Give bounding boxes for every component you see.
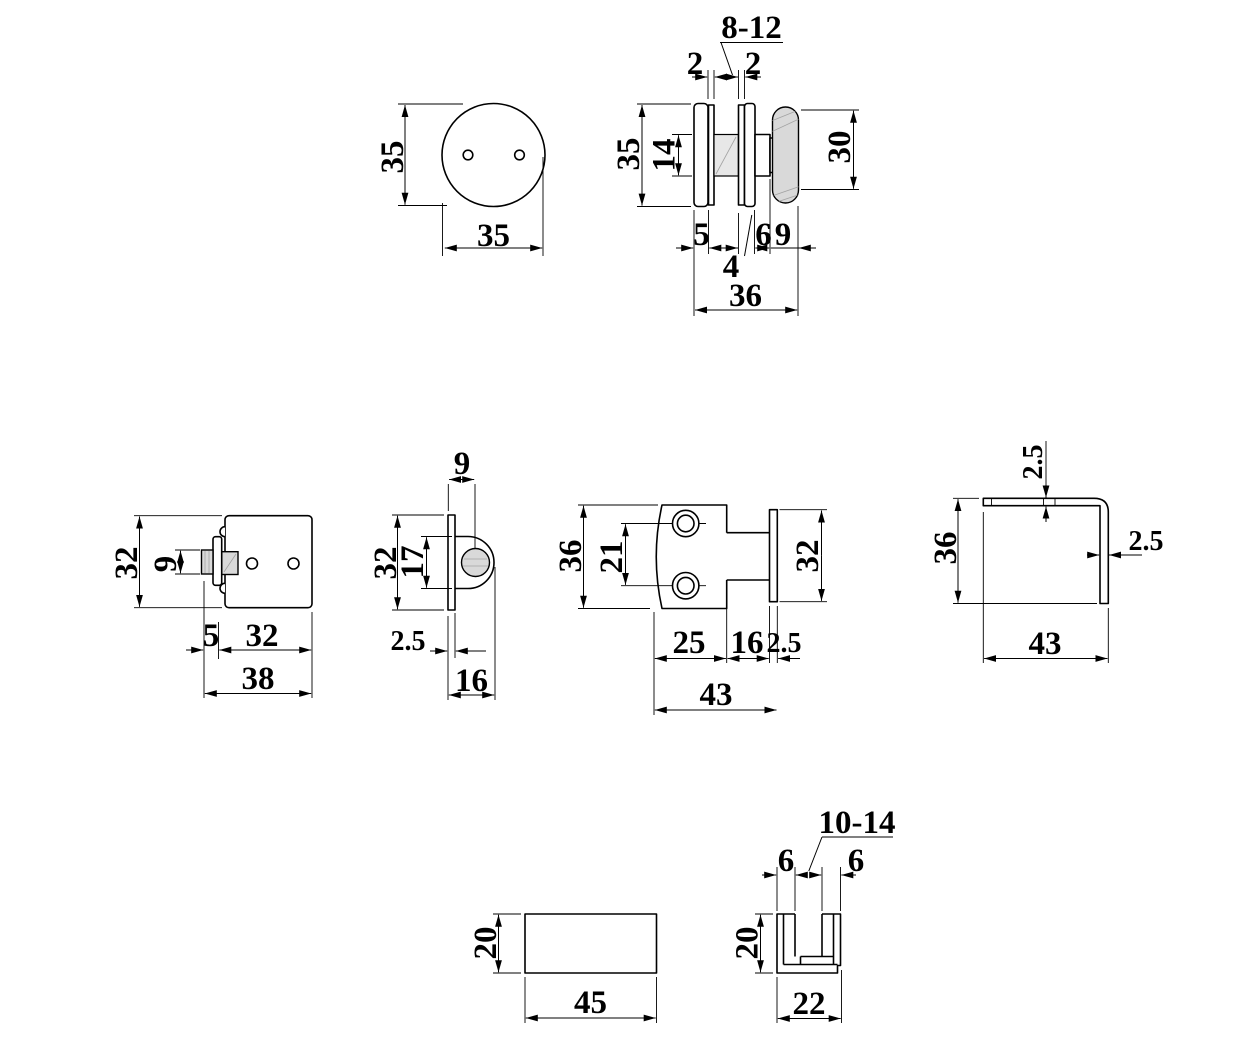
dim-seg-25: 25 (673, 625, 706, 661)
dim-knob-height: 30 (822, 131, 858, 164)
view-latch-plate-side: 9 32 17 2.5 16 (368, 446, 496, 700)
dim-width: 35 (477, 218, 510, 254)
dim-width: 43 (1029, 626, 1062, 662)
screw-hole-left (462, 149, 474, 161)
dim-disc-height: 35 (611, 138, 647, 171)
dim-lug-height: 17 (395, 546, 431, 579)
dim-plate-height: 32 (368, 547, 404, 580)
pivot-pin (460, 547, 491, 578)
dim-thickness-top: 2.5 (1018, 445, 1049, 480)
dim-width: 45 (574, 985, 607, 1021)
dim-wall-left: 6 (778, 843, 795, 879)
dim-height: 36 (928, 532, 964, 565)
dim-depth: 16 (455, 663, 488, 699)
dim-wall-right: 6 (848, 843, 865, 879)
view-clamp-knob-side: 8-12 2 2 35 14 30 (611, 10, 859, 316)
view-round-plate-front: 35 35 (375, 102, 546, 256)
view-angle-profile: 2.5 2.5 36 43 (928, 441, 1164, 663)
dim-width: 22 (793, 986, 826, 1022)
dim-seg-16: 16 (731, 625, 764, 661)
dim-pivot-offset: 9 (454, 446, 471, 482)
dim-hole-pitch: 21 (594, 541, 630, 574)
dim-total-width: 43 (700, 677, 733, 713)
view-bracket-front: 36 21 32 25 16 2.5 43 (553, 504, 827, 715)
dim-plate-thickness: 2.5 (767, 628, 802, 659)
dim-glass-range: 10-14 (819, 805, 896, 841)
dim-thickness-side: 2.5 (1129, 526, 1164, 557)
knob (771, 106, 800, 204)
dim-knob-height: 9 (148, 556, 184, 573)
dim-total-width: 36 (729, 278, 762, 314)
dim-boss-height: 14 (647, 139, 683, 172)
dim-height: 35 (375, 141, 411, 174)
view-channel-side: 10-14 6 6 20 22 (730, 805, 896, 1023)
latch-knob (200, 549, 214, 575)
dim-seg-32: 32 (246, 618, 279, 654)
mount-hole-left (245, 557, 259, 570)
view-latch-plate-front: 32 9 5 32 38 (109, 514, 313, 698)
dim-seg-6: 6 (755, 217, 772, 253)
dim-seg-5: 5 (693, 217, 710, 253)
dim-total-width: 38 (242, 661, 275, 697)
screw-hole-right (513, 149, 526, 161)
dim-seg-5: 5 (203, 618, 220, 654)
dim-height: 20 (468, 927, 504, 960)
dim-plate-height: 32 (109, 547, 145, 580)
mount-hole-right (287, 557, 300, 570)
dim-plate-thickness: 2.5 (391, 626, 426, 657)
dim-gasket-left: 2 (687, 46, 704, 82)
dim-seg-9: 9 (775, 217, 792, 253)
dim-body-height: 36 (553, 540, 589, 573)
dim-glass-range: 8-12 (721, 10, 782, 46)
dim-gasket-right: 2 (745, 46, 762, 82)
dim-seg-4: 4 (723, 249, 740, 285)
dim-height: 20 (730, 927, 766, 960)
view-block-front: 20 45 (468, 913, 658, 1023)
dim-plate-height: 32 (790, 540, 826, 573)
